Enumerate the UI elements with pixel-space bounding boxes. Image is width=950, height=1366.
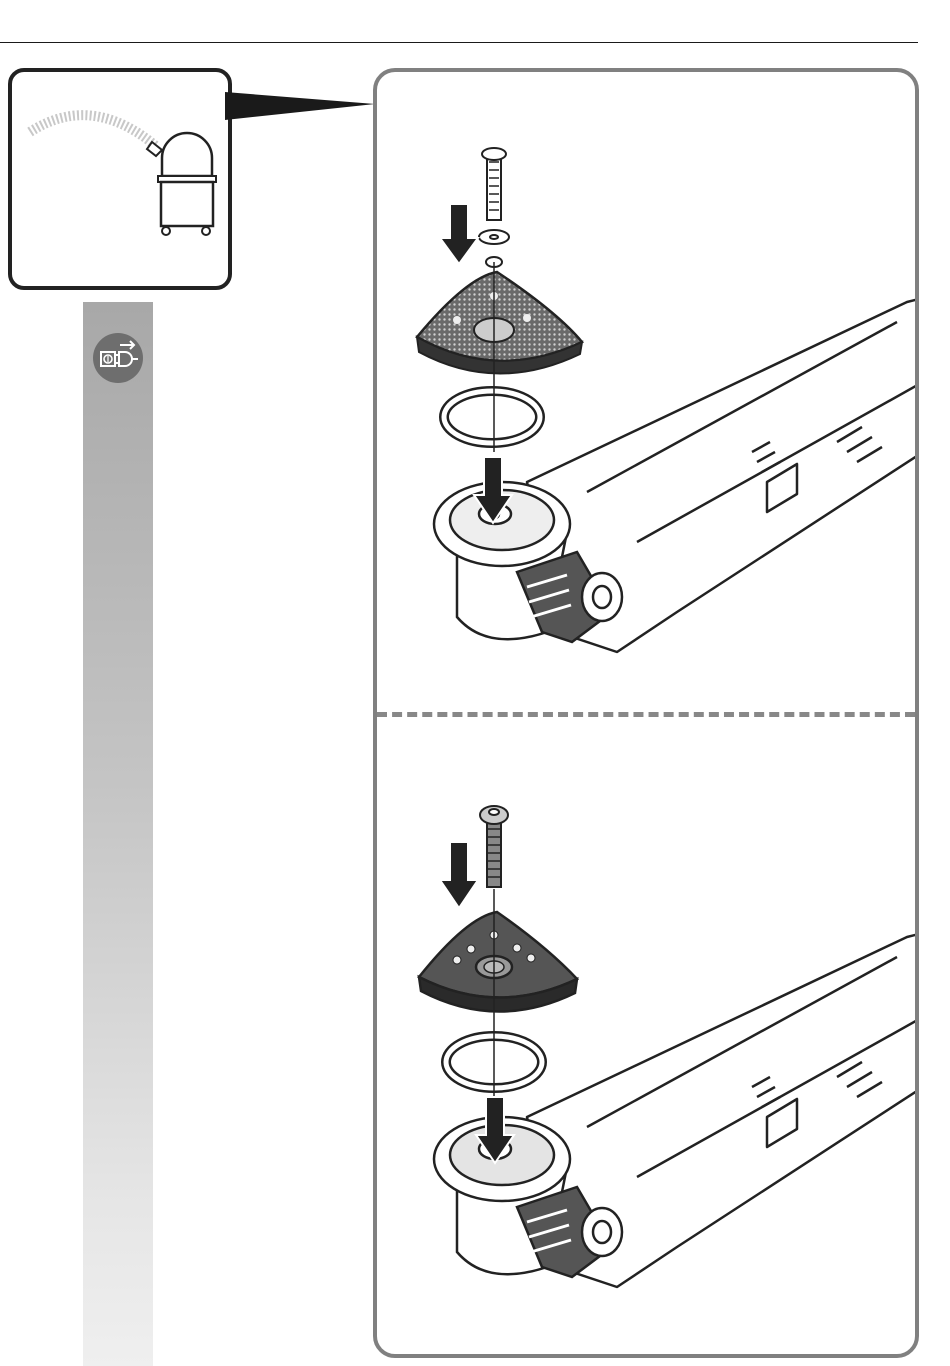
figure-solid-pad: [377, 717, 919, 1357]
adapter-ring: [444, 391, 540, 443]
perforated-sanding-pad: [417, 272, 582, 374]
figure-perforated-pad: [377, 72, 919, 712]
assembly-illustration-panel: [373, 68, 919, 1358]
callout-pointer: [225, 90, 375, 120]
dust-extractor-callout: [8, 68, 232, 290]
header-rule: [0, 42, 918, 43]
unplug-mains-icon: [92, 332, 144, 384]
side-tab-strip: [83, 302, 153, 1366]
dust-extractor-icon: [12, 72, 228, 286]
solid-sanding-pad: [419, 912, 577, 1012]
